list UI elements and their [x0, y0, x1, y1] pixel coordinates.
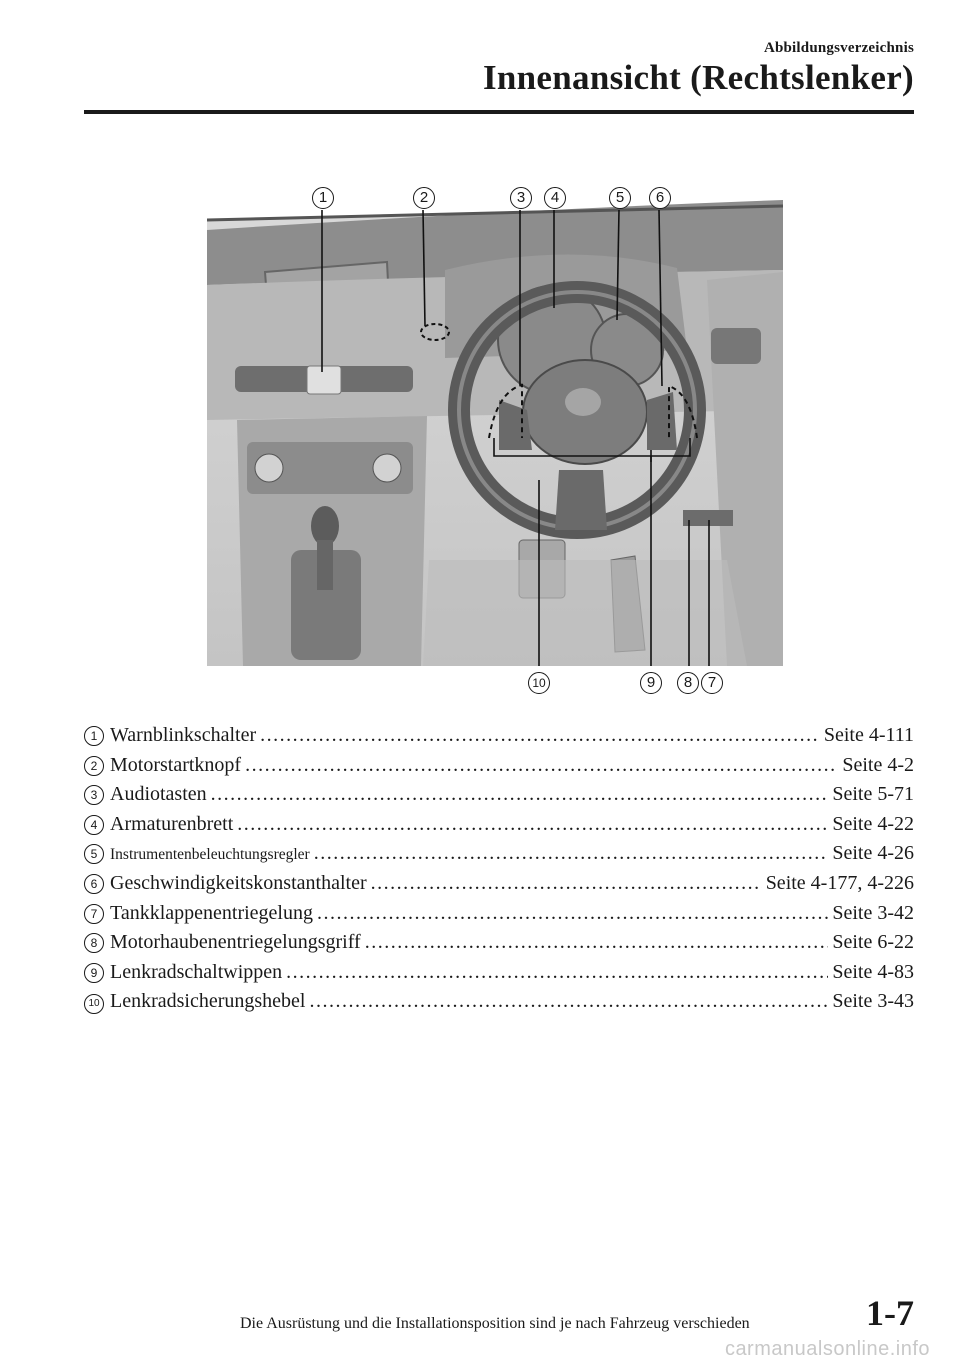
item-label: Tankklappenentriegelung — [110, 901, 313, 924]
item-page-ref: Seite 4-2 — [842, 753, 914, 776]
item-page-ref: Seite 4-111 — [823, 724, 914, 746]
list-item: 8 Motorhaubenentriegelungsgriff Seite 6-… — [84, 931, 914, 961]
callout-8: 8 — [677, 672, 699, 694]
callout-7: 7 — [701, 672, 723, 694]
item-page-ref: Seite 6-22 — [832, 931, 914, 954]
item-page-ref: Seite 3-42 — [832, 901, 914, 924]
item-number: 1 — [84, 726, 104, 746]
item-label: Motorhaubenentriegelungsgriff — [110, 931, 361, 954]
list-item: 3 Audiotasten Seite 5-71 — [84, 783, 914, 813]
item-page-ref: Seite 4-177, 4-226 — [765, 871, 914, 894]
item-label: Warnblinkschalter — [110, 724, 257, 746]
section-label: Abbildungsverzeichnis — [763, 40, 914, 56]
leader-dots — [211, 783, 829, 806]
leader-dots — [365, 931, 829, 954]
item-label: Motorstartknopf — [110, 753, 242, 776]
leader-dots — [260, 724, 820, 747]
callout-9: 9 — [640, 672, 662, 694]
page-number: 1-7 — [866, 1293, 914, 1333]
item-number: 5 — [84, 844, 104, 865]
item-number: 2 — [84, 755, 104, 776]
leader-dots — [237, 813, 828, 836]
item-number: 6 — [84, 873, 104, 894]
item-number: 10 — [84, 994, 104, 1015]
list-item: 4 Armaturenbrett Seite 4-22 — [84, 813, 914, 843]
item-number: 4 — [84, 814, 104, 835]
item-label: Lenkradschaltwippen — [110, 960, 283, 983]
list-item: 10 Lenkradsicherungshebel Seite 3-43 — [84, 990, 914, 1020]
callout-10: 10 — [528, 672, 550, 694]
header-divider — [84, 110, 914, 114]
legend-list: 1 Warnblinkschalter Seite 4-111 2 Motors… — [84, 724, 914, 1020]
list-item: 7 Tankklappenentriegelung Seite 3-42 — [84, 902, 914, 932]
item-number: 7 — [84, 903, 104, 924]
leader-dots — [317, 902, 828, 925]
item-page-ref: Seite 4-22 — [832, 812, 914, 835]
item-label: Geschwindigkeitskonstanthalter — [110, 871, 367, 894]
item-label: Instrumentenbeleuchtungsregler — [110, 846, 310, 864]
list-item: 9 Lenkradschaltwippen Seite 4-83 — [84, 961, 914, 991]
item-number: 8 — [84, 933, 104, 954]
leader-dots — [314, 842, 829, 865]
item-label: Lenkradsicherungshebel — [110, 990, 306, 1013]
footer-note: Die Ausrüstung und die Installationsposi… — [240, 1315, 750, 1332]
item-page-ref: Seite 4-83 — [832, 960, 914, 983]
leader-dots — [286, 961, 828, 984]
item-page-ref: Seite 5-71 — [832, 783, 914, 806]
item-number: 9 — [84, 962, 104, 983]
list-item: 6 Geschwindigkeitskonstanthalter Seite 4… — [84, 872, 914, 902]
leader-dots — [309, 990, 828, 1013]
list-item: 1 Warnblinkschalter Seite 4-111 — [84, 724, 914, 754]
page-title: Innenansicht (Rechtslenker) — [482, 58, 914, 97]
interior-illustration — [207, 180, 783, 666]
item-page-ref: Seite 4-26 — [832, 842, 914, 865]
list-item: 2 Motorstartknopf Seite 4-2 — [84, 754, 914, 784]
item-number: 3 — [84, 785, 104, 806]
list-item: 5 Instrumentenbeleuchtungsregler Seite 4… — [84, 842, 914, 872]
leader-dots — [245, 754, 838, 777]
item-label: Audiotasten — [110, 783, 207, 806]
leader-dots — [371, 872, 762, 895]
item-page-ref: Seite 3-43 — [832, 990, 914, 1013]
item-label: Armaturenbrett — [110, 812, 234, 835]
watermark: carmanualsonline.info — [724, 1338, 930, 1360]
